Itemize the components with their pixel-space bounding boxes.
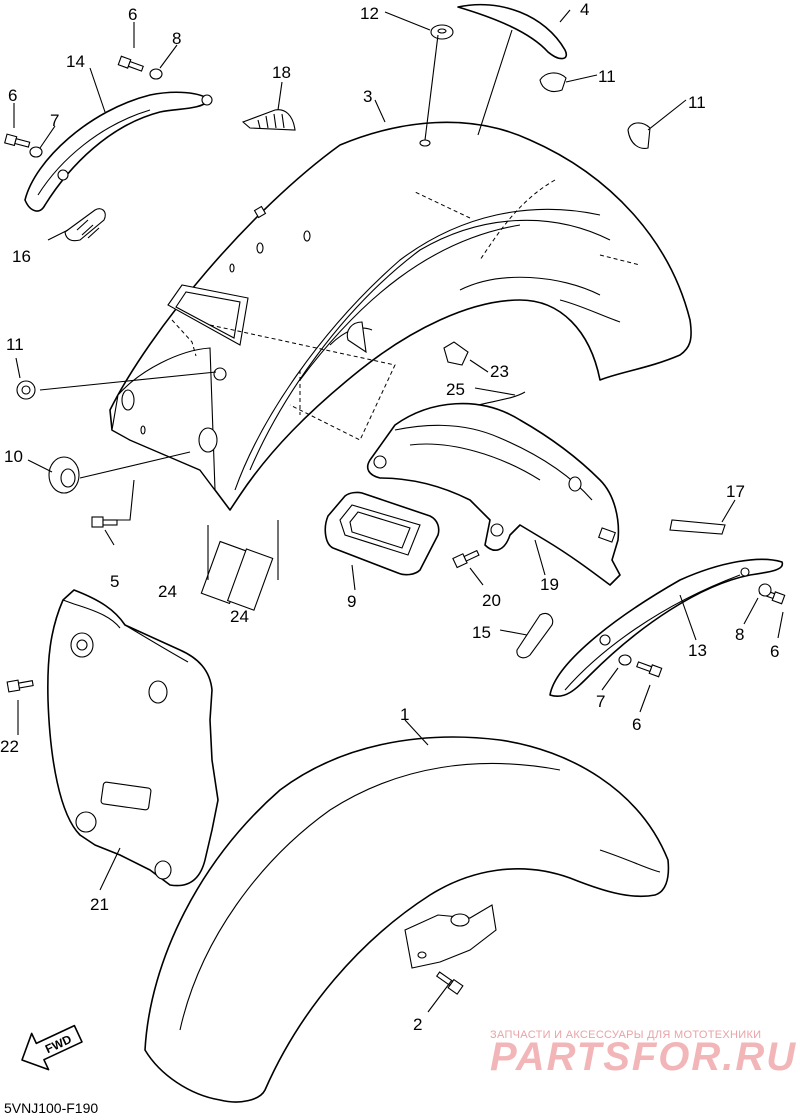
callout-3: 3 [363,87,372,106]
callout-6a: 6 [128,5,137,24]
callout-13: 13 [688,641,707,660]
callout-17: 17 [726,482,745,501]
callout-24a: 24 [158,582,177,601]
callout-4: 4 [580,0,589,19]
callout-1: 1 [400,705,409,724]
small-parts [16,3,726,659]
fwd-arrow-icon: FWD [21,1024,83,1071]
callout-8b: 8 [735,625,744,644]
fasteners [4,55,786,995]
callout-7a: 7 [50,111,59,130]
callout-25: 25 [446,380,465,399]
diagram-code: 5VNJ100-F190 [4,1100,98,1116]
leader-lines [13,9,784,1013]
callout-22: 22 [0,737,19,756]
callout-12: 12 [360,4,379,23]
license-reflector-seal[interactable] [324,491,440,576]
callout-16: 16 [12,247,31,266]
callout-18: 18 [272,63,291,82]
side-cover-bracket[interactable] [47,589,219,887]
rail-right[interactable] [549,558,784,697]
callout-20: 20 [482,591,501,610]
callout-7b: 7 [596,692,605,711]
callout-21: 21 [90,895,109,914]
callout-11a: 11 [598,67,616,86]
callout-6c: 6 [770,642,779,661]
callout-24b: 24 [230,607,249,626]
callout-6b: 6 [8,86,17,105]
watermark-logo: PARTSFOR.RU [490,1035,797,1079]
inner-mudguard[interactable] [366,402,621,586]
rear-fender[interactable] [109,121,692,511]
rail-left[interactable] [24,91,213,212]
callout-11c: 11 [6,335,24,354]
callout-15: 15 [472,623,491,642]
callout-14: 14 [66,52,85,71]
callout-labels: 1 2 3 4 5 6 6 6 6 7 7 8 8 9 10 11 11 11 … [0,0,779,1034]
callout-19: 19 [540,575,559,594]
callout-11b: 11 [688,93,706,112]
callout-2: 2 [413,1015,422,1034]
watermark: ЗАПЧАСТИ И АКСЕССУАРЫ ДЛЯ МОТОТЕХНИКИ PA… [490,1029,797,1079]
callout-5: 5 [110,572,119,591]
watermark-tagline: ЗАПЧАСТИ И АКСЕССУАРЫ ДЛЯ МОТОТЕХНИКИ [490,1029,761,1041]
callout-10: 10 [4,447,23,466]
callout-9: 9 [347,592,356,611]
callout-23: 23 [490,362,509,381]
front-fender[interactable] [144,736,670,1103]
trim-strip-4 [457,3,567,60]
callout-8a: 8 [172,29,181,48]
callout-6d: 6 [632,715,641,734]
